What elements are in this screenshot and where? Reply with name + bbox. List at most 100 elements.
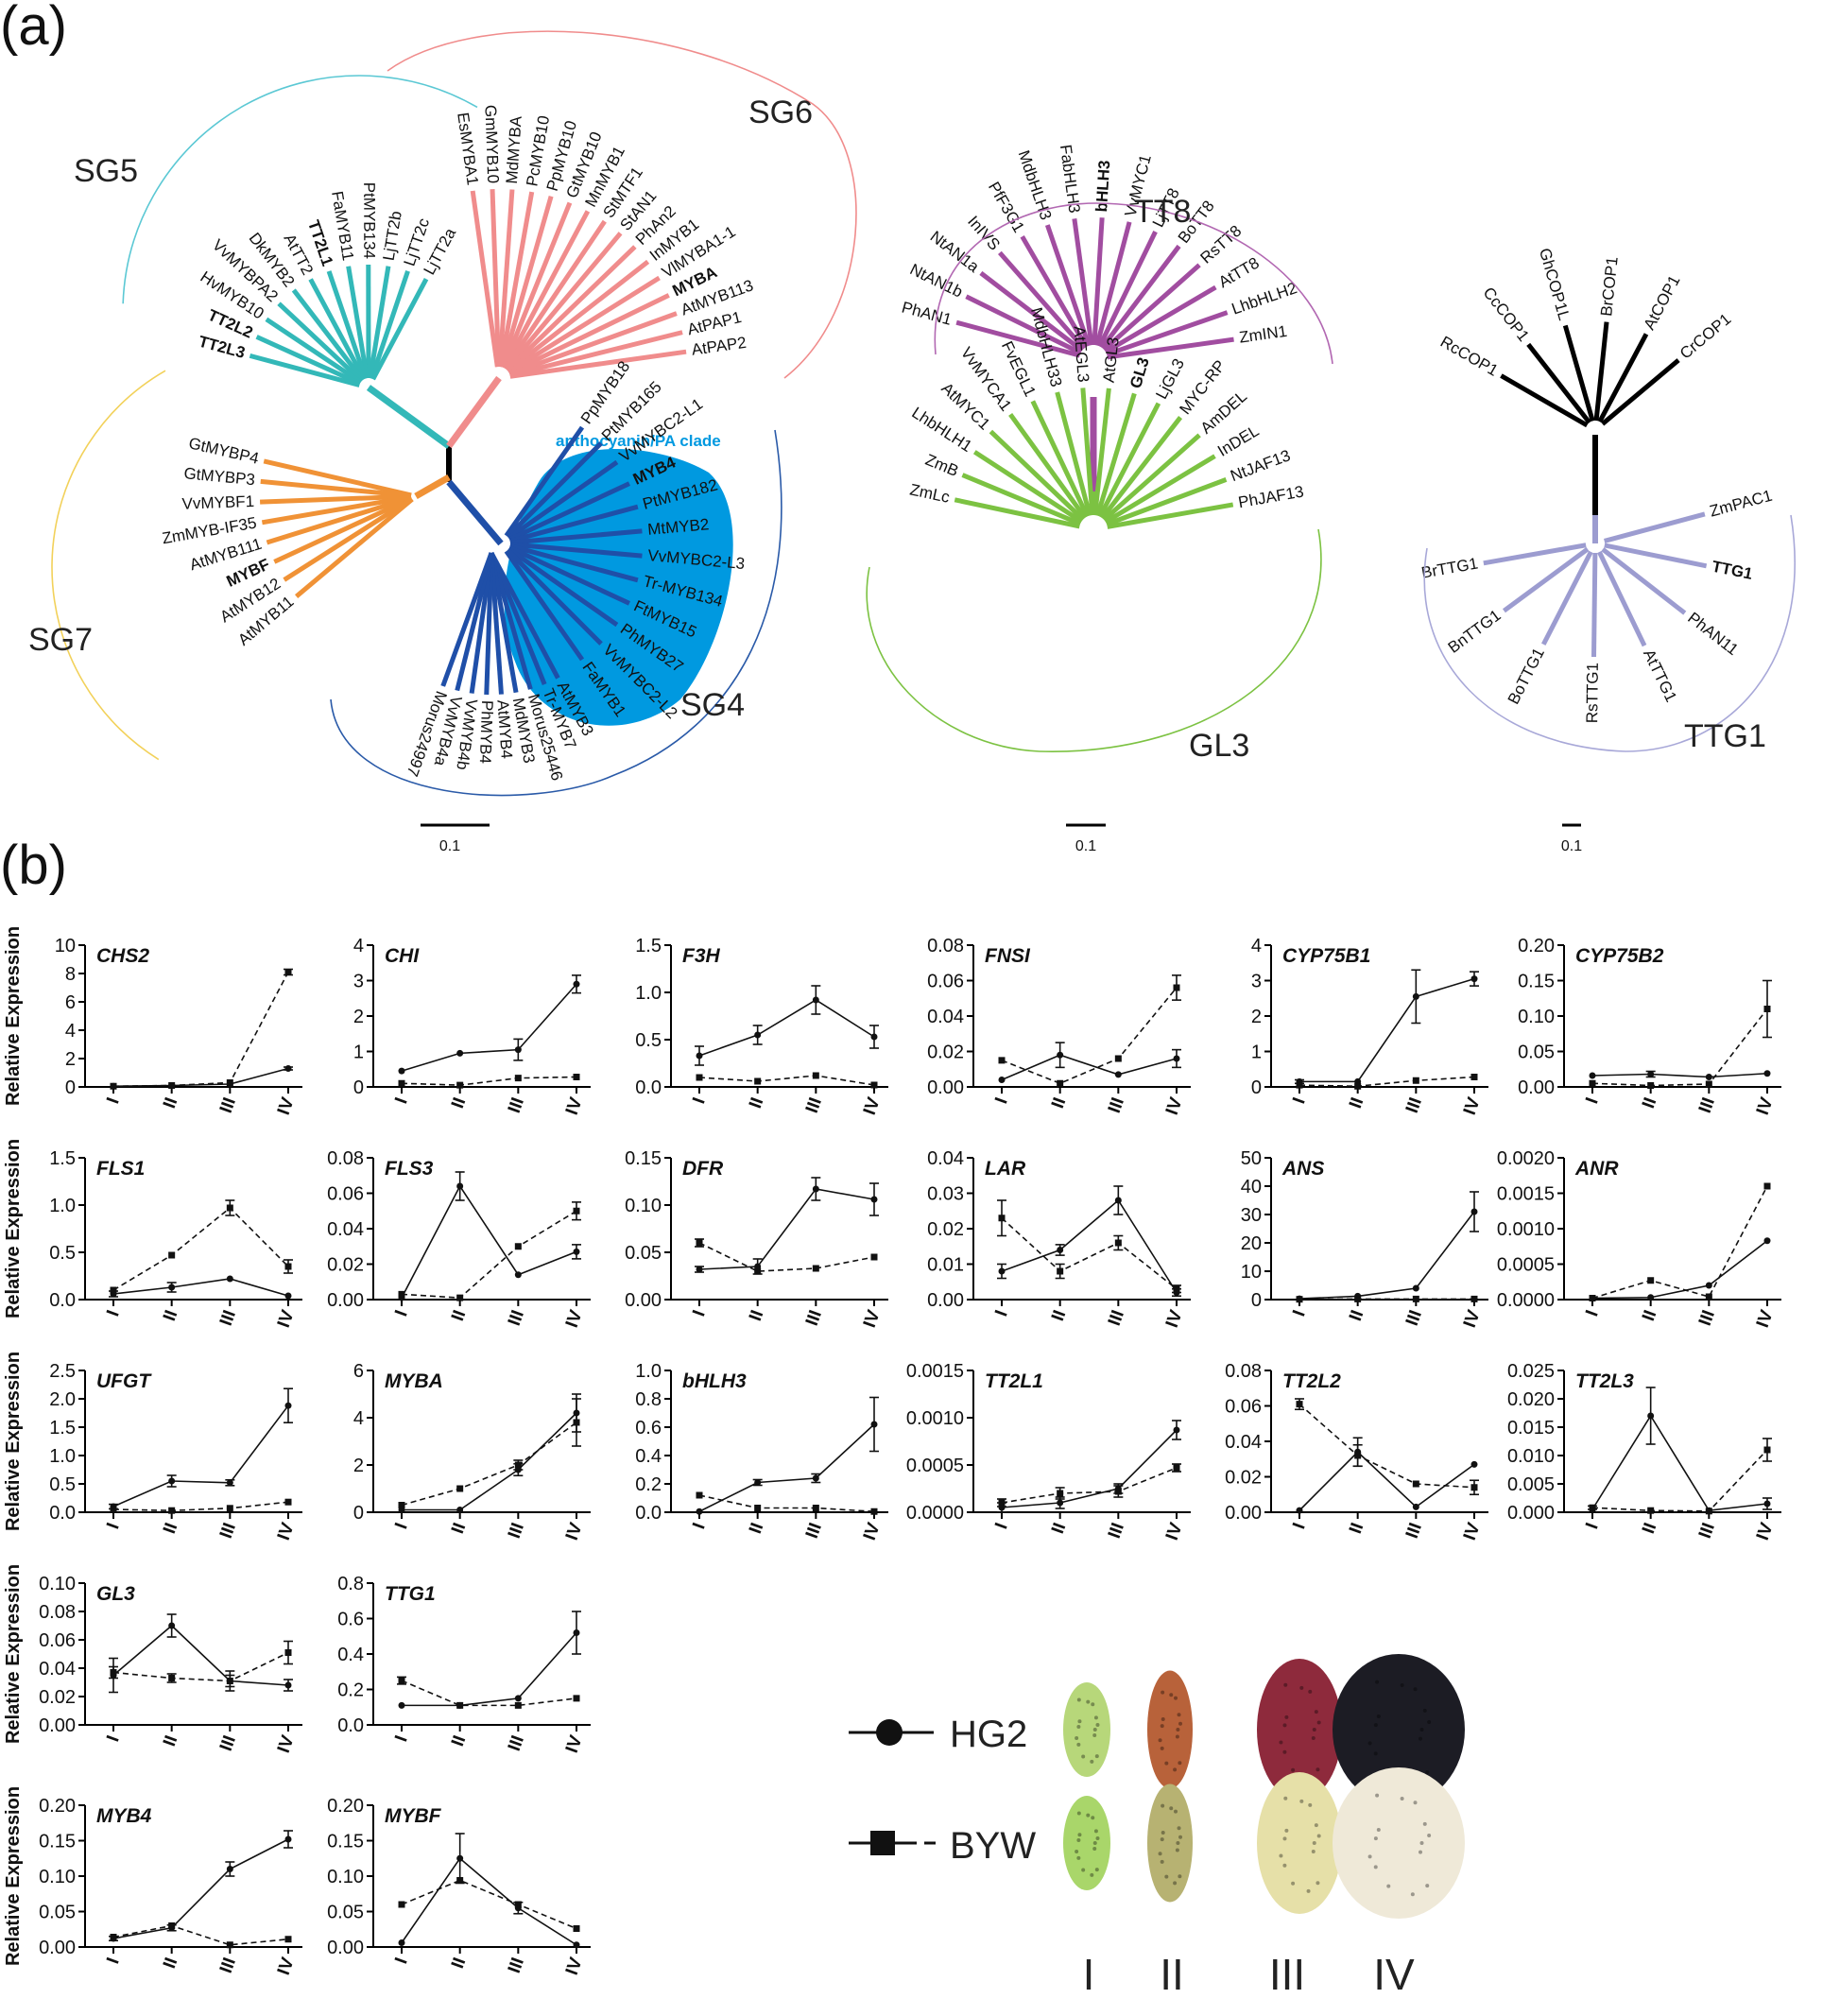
- point-BYW: [456, 1294, 464, 1301]
- point-HG2: [870, 1421, 878, 1428]
- fruit-hg2-II-speck: [1178, 1761, 1182, 1766]
- point-HG2: [812, 1474, 819, 1482]
- leaf-label-GhCOP1L: GhCOP1L: [1536, 246, 1573, 322]
- x-tick-label: III: [505, 1308, 528, 1329]
- point-BYW: [456, 1701, 464, 1709]
- leaf-label-VvMYBF1: VvMYBF1: [181, 492, 254, 513]
- x-tick-label: I: [991, 1521, 1012, 1532]
- chart-title: TT2L1: [985, 1370, 1043, 1392]
- point-BYW: [1173, 984, 1180, 991]
- leaf-label-BoTTG1: BoTTG1: [1505, 645, 1548, 707]
- point-HG2: [514, 1271, 522, 1279]
- x-tick-label: IV: [562, 1307, 587, 1330]
- fruit-byw-II-speck: [1177, 1826, 1181, 1831]
- x-tick-label: III: [1402, 1095, 1426, 1116]
- series-line-HG2: [1001, 1198, 1178, 1293]
- branch-PfF3G1: [1020, 235, 1089, 349]
- leaf-label-bHLH3: bHLH3: [1092, 160, 1113, 213]
- fruit-byw-III-speck: [1283, 1796, 1288, 1801]
- fruit-hg2-I-speck: [1081, 1754, 1086, 1759]
- series-line-BYW: [698, 1494, 875, 1513]
- fruit-byw-II: [1147, 1783, 1193, 1903]
- branch-RcCOP1: [1500, 373, 1589, 428]
- chart-title: CYP75B2: [1575, 945, 1664, 967]
- x-tick-label: III: [1105, 1095, 1128, 1116]
- y-tick-label: 0.0005: [906, 1456, 964, 1476]
- series-line-HG2: [112, 1404, 289, 1508]
- point-BYW: [754, 1267, 762, 1275]
- series-line-HG2: [112, 1624, 289, 1686]
- series-line-BYW: [112, 1651, 289, 1682]
- y-tick-label: 0: [353, 1077, 364, 1098]
- chart-title: UFGT: [96, 1370, 152, 1392]
- branch-MYB4: [508, 481, 631, 543]
- point-BYW: [226, 1204, 233, 1212]
- x-tick-label: IV: [1753, 1307, 1778, 1330]
- leaf-label-PhMYB4: PhMYB4: [476, 700, 496, 765]
- x-tick-label: III: [216, 1956, 240, 1976]
- y-tick-label: 1.5: [49, 1418, 76, 1439]
- fruit-hg2-IV-speck: [1425, 1770, 1430, 1775]
- x-tick-label: II: [160, 1956, 181, 1972]
- branch-MtMYB2: [509, 528, 643, 545]
- fruit-byw-II-speck: [1175, 1848, 1179, 1852]
- x-tick-label: I: [991, 1095, 1012, 1107]
- series-line-HG2: [401, 1184, 577, 1299]
- fruit-hg2-II-speck: [1169, 1693, 1174, 1697]
- x-tick-label: II: [746, 1095, 767, 1111]
- leaf-label-BnTTG1: BnTTG1: [1445, 606, 1505, 656]
- fruit-byw-III-speck: [1314, 1823, 1318, 1828]
- legend-byw-marker: [870, 1831, 895, 1855]
- point-HG2: [284, 1065, 292, 1072]
- point-HG2: [1705, 1074, 1712, 1080]
- leaf-label-ZmIN1: ZmIN1: [1238, 322, 1288, 347]
- series-line-HG2: [698, 1188, 875, 1270]
- leaf-label-AtMYB4: AtMYB4: [493, 699, 515, 760]
- x-tick-label: III: [505, 1521, 528, 1542]
- series-line-HG2: [402, 1631, 577, 1707]
- ttg1-group-label: TTG1: [1684, 718, 1766, 754]
- y-tick-label: 0.10: [327, 1867, 364, 1887]
- fruit-hg2-I-speck: [1092, 1728, 1097, 1732]
- y-tick-label: 0.00: [1518, 1077, 1555, 1098]
- y-tick-label: 0.0015: [906, 1361, 964, 1382]
- series-line-BYW: [698, 1242, 875, 1272]
- y-tick-label: 0.04: [39, 1659, 76, 1680]
- branch-InIVS: [998, 250, 1086, 351]
- point-HG2: [1647, 1412, 1655, 1420]
- branch-Morus24997: [440, 552, 494, 687]
- y-tick-label: 0.00: [927, 1290, 964, 1311]
- x-tick-label: IV: [1460, 1094, 1485, 1117]
- point-BYW: [870, 1253, 878, 1261]
- tree-group-sg5: LjTT2aLjTT2cLjTT2bPtMYB134FaMYB11TT2L1At…: [197, 182, 459, 388]
- series-line-BYW: [1001, 1467, 1178, 1504]
- point-BYW: [284, 1649, 292, 1656]
- branch-MYBF: [273, 495, 413, 564]
- series-line-HG2: [1298, 1211, 1475, 1300]
- fruit-hg2-II-speck: [1160, 1724, 1164, 1729]
- point-HG2: [226, 1479, 233, 1487]
- branch-PpMYB10: [499, 196, 554, 369]
- fruit-byw-I-speck: [1090, 1872, 1094, 1877]
- leaf-label-CcCOP1: CcCOP1: [1480, 284, 1533, 345]
- branch-VvMYBF1: [260, 493, 412, 505]
- y-tick-label: 0.02: [1225, 1468, 1262, 1489]
- y-tick-label: 1: [353, 1042, 364, 1063]
- x-tick-label: III: [802, 1521, 826, 1542]
- fruit-byw-IV-speck: [1373, 1865, 1378, 1870]
- branch-BrTTG1: [1483, 543, 1587, 566]
- fruit-byw-II-speck: [1160, 1859, 1164, 1864]
- y-tick-label: 4: [65, 1021, 76, 1042]
- y-tick-label: 0.08: [39, 1602, 76, 1623]
- branch-AtMYB113: [508, 311, 678, 377]
- x-tick-label: I: [1582, 1095, 1603, 1107]
- chart-title: GL3: [96, 1583, 135, 1605]
- y-tick-label: 0.03: [927, 1184, 964, 1205]
- x-tick-label: II: [160, 1521, 181, 1537]
- point-HG2: [456, 1854, 464, 1862]
- leaf-label-GL3: GL3: [1126, 355, 1153, 390]
- y-tick-label: 0.2: [635, 1474, 662, 1495]
- point-HG2: [573, 1629, 580, 1636]
